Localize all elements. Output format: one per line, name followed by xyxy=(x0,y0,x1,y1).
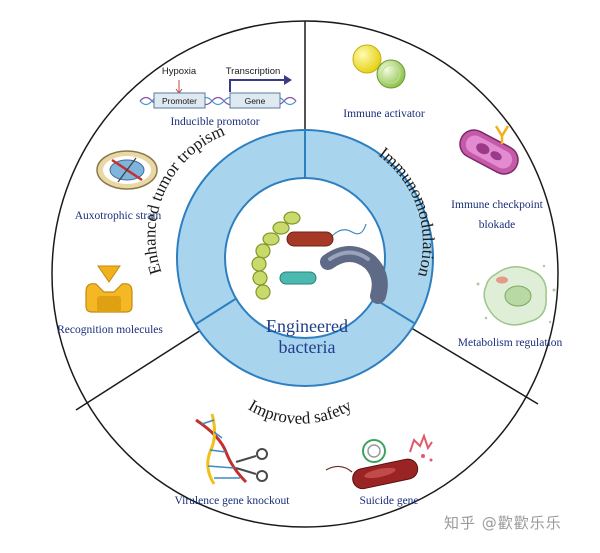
promoter-box xyxy=(153,92,206,109)
center-title-line1: Engineered xyxy=(266,316,348,336)
red-bacillus-icon xyxy=(286,231,334,247)
virulence-gene-knockout-icon xyxy=(195,413,268,485)
transcription-arrow-icon xyxy=(229,79,286,92)
immune-checkpoint-icon xyxy=(459,125,519,175)
auxotrophic-strain-caption: Auxotrophic strain xyxy=(75,210,162,222)
suicide-gene-icon xyxy=(325,433,433,490)
gene-label: Gene xyxy=(245,96,266,106)
transcription-label: Transcription xyxy=(226,66,281,77)
center-title-line2: bacteria xyxy=(279,337,336,357)
gene-box xyxy=(229,92,281,109)
streptococcus-chain-icon xyxy=(251,211,301,300)
inducible-promotor-illustration: Hypoxia Transcription Promoter Gene xyxy=(139,66,297,109)
immune-checkpoint-caption-line1: Immune checkpoint xyxy=(451,199,543,211)
hypoxia-label: Hypoxia xyxy=(162,66,197,77)
recognition-molecules-caption: Recognition molecules xyxy=(57,324,163,336)
suicide-gene-caption: Suicide gene xyxy=(359,495,418,507)
ring-divider-left xyxy=(195,297,238,325)
promoter-label: Promoter xyxy=(162,96,197,106)
flagella-icon xyxy=(331,223,367,237)
metabolism-cell-icon xyxy=(476,264,556,326)
auxotrophic-strain-icon xyxy=(96,150,158,190)
virulence-gene-knockout-caption: Virulence gene knockout xyxy=(175,495,291,507)
immune-activator-icon xyxy=(352,44,406,89)
watermark: 知乎 @歡歡乐乐 xyxy=(444,512,594,538)
inducible-promotor-caption: Inducible promotor xyxy=(170,116,259,128)
recognition-molecules-icon xyxy=(85,265,133,313)
immune-activator-caption: Immune activator xyxy=(343,108,425,120)
divider-left xyxy=(75,322,213,411)
metabolism-regulation-caption: Metabolism regulation xyxy=(458,337,563,349)
divider-right xyxy=(397,319,539,405)
watermark-text: 知乎 @歡歡乐乐 xyxy=(444,514,562,532)
immune-checkpoint-caption-line2: blokade xyxy=(479,219,515,231)
teal-bacillus-icon xyxy=(279,271,317,285)
scissors-icon xyxy=(235,448,268,482)
bacteria-illustration xyxy=(251,211,388,304)
